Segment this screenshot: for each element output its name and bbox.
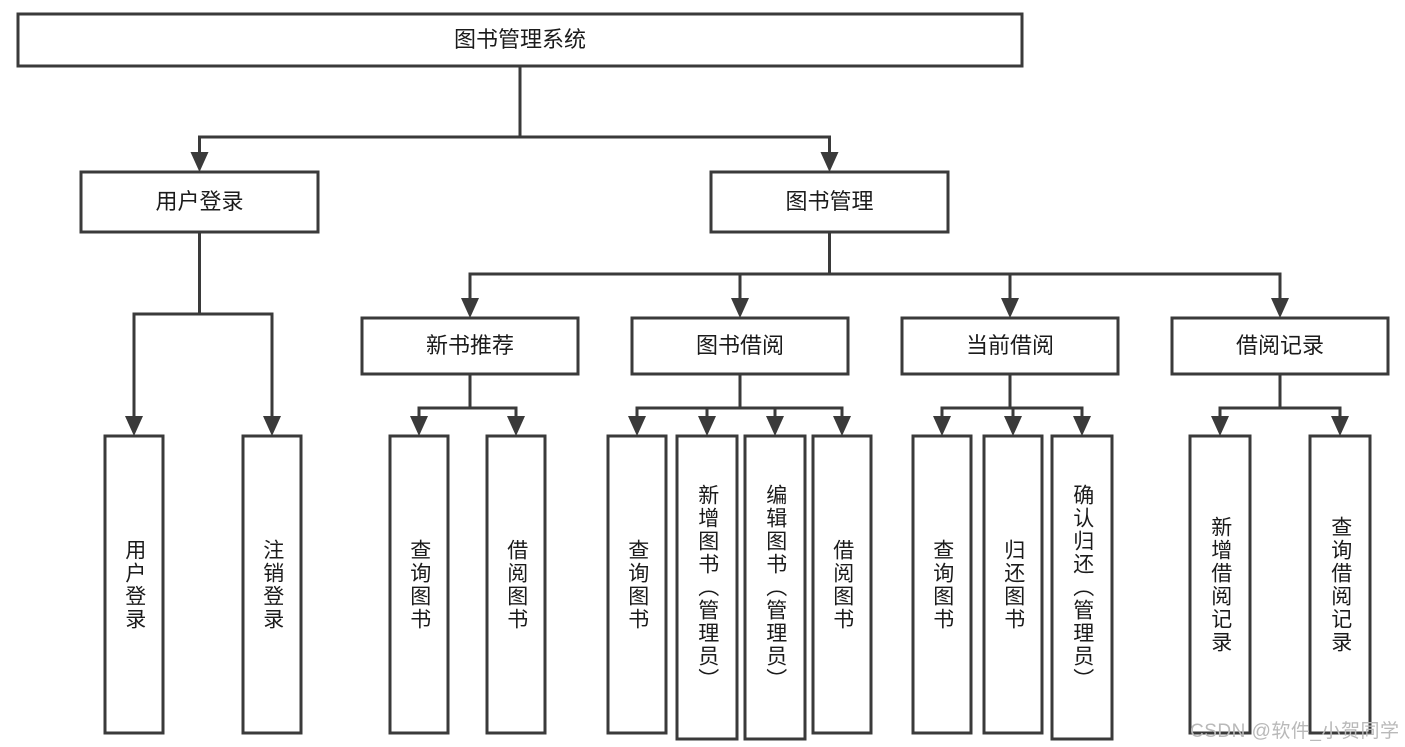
- arrow-head-icon: [1211, 416, 1229, 436]
- node-new-book-recommend-label: 新书推荐: [426, 333, 514, 358]
- arrow-head-icon: [731, 298, 749, 318]
- arrow-head-icon: [461, 298, 479, 318]
- arrow-head-icon: [1271, 298, 1289, 318]
- arrow-head-icon: [125, 416, 143, 436]
- arrow-head-icon: [766, 416, 784, 436]
- node-leaf-query-borrow-record[interactable]: [1308, 434, 1372, 735]
- node-current-borrow[interactable]: [900, 316, 1120, 376]
- arrow-head-icon: [628, 416, 646, 436]
- node-leaf-query-book-borrow[interactable]: [606, 434, 668, 735]
- arrow-head-icon: [1073, 416, 1091, 436]
- arrow-head-icon: [1331, 416, 1349, 436]
- arrow-head-icon: [1001, 298, 1019, 318]
- csdn-watermark: CSDN @软件_小贺同学: [1190, 721, 1400, 742]
- node-new-book-recommend[interactable]: [360, 316, 580, 376]
- node-leaf-query-book-rec[interactable]: [388, 434, 450, 735]
- arrow-head-icon: [190, 152, 209, 172]
- node-root-label: 图书管理系统: [454, 27, 586, 52]
- node-leaf-confirm-return[interactable]: [1050, 434, 1114, 741]
- node-leaf-return-book[interactable]: [982, 434, 1044, 735]
- node-book-management-label: 图书管理: [785, 189, 873, 214]
- node-leaf-logout[interactable]: [241, 434, 303, 735]
- arrow-head-icon: [1004, 416, 1022, 436]
- node-leaf-add-book[interactable]: [675, 434, 739, 741]
- arrow-head-icon: [833, 416, 851, 436]
- node-book-management[interactable]: [709, 170, 950, 234]
- arrow-head-icon: [698, 416, 716, 436]
- node-leaf-borrow-book[interactable]: [811, 434, 873, 735]
- node-book-borrow-label: 图书借阅: [696, 333, 784, 358]
- arrow-head-icon: [263, 416, 281, 436]
- node-book-borrow[interactable]: [630, 316, 850, 376]
- node-leaf-user-login[interactable]: [103, 434, 165, 735]
- arrow-head-icon: [410, 416, 428, 436]
- connectors-layer: [125, 64, 1349, 436]
- node-user-login[interactable]: [79, 170, 320, 234]
- node-leaf-edit-book[interactable]: [743, 434, 807, 741]
- node-root[interactable]: [16, 12, 1024, 68]
- arrow-head-icon: [820, 152, 839, 172]
- node-leaf-borrow-book-rec[interactable]: [485, 434, 547, 735]
- node-borrow-record-label: 借阅记录: [1236, 333, 1324, 358]
- node-leaf-query-book-current[interactable]: [911, 434, 973, 735]
- arrow-head-icon: [933, 416, 951, 436]
- arrow-head-icon: [507, 416, 525, 436]
- node-leaf-add-borrow-record[interactable]: [1188, 434, 1252, 735]
- node-user-login-label: 用户登录: [155, 189, 243, 214]
- node-borrow-record[interactable]: [1170, 316, 1390, 376]
- node-current-borrow-label: 当前借阅: [966, 333, 1054, 358]
